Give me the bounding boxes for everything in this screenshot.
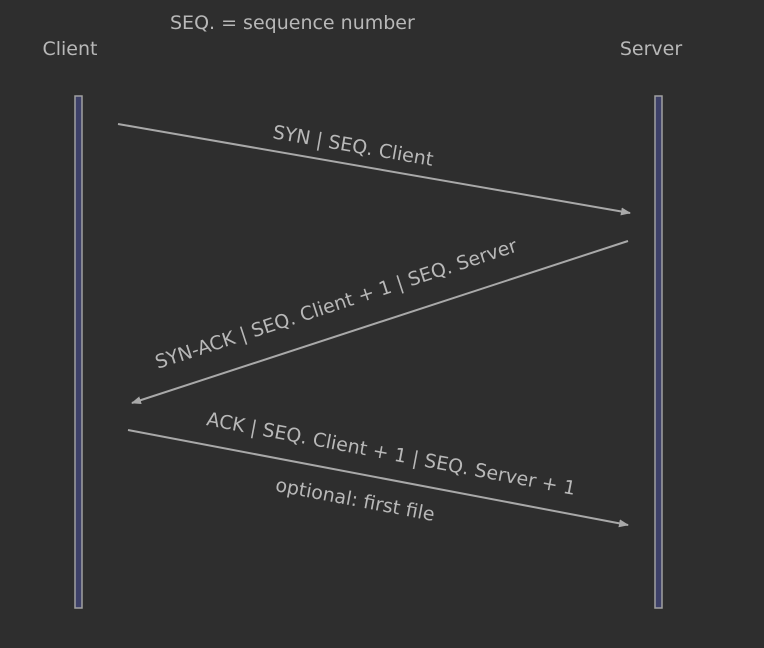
participant-client-label: Client (42, 38, 97, 60)
syn-arrow (117, 123, 631, 216)
legend-note: SEQ. = sequence number (170, 12, 415, 34)
server-lifeline (654, 95, 663, 609)
client-lifeline (74, 95, 83, 609)
ack-arrow (127, 429, 629, 528)
participant-server-label: Server (620, 38, 682, 60)
syn-ack-arrow (131, 240, 629, 405)
